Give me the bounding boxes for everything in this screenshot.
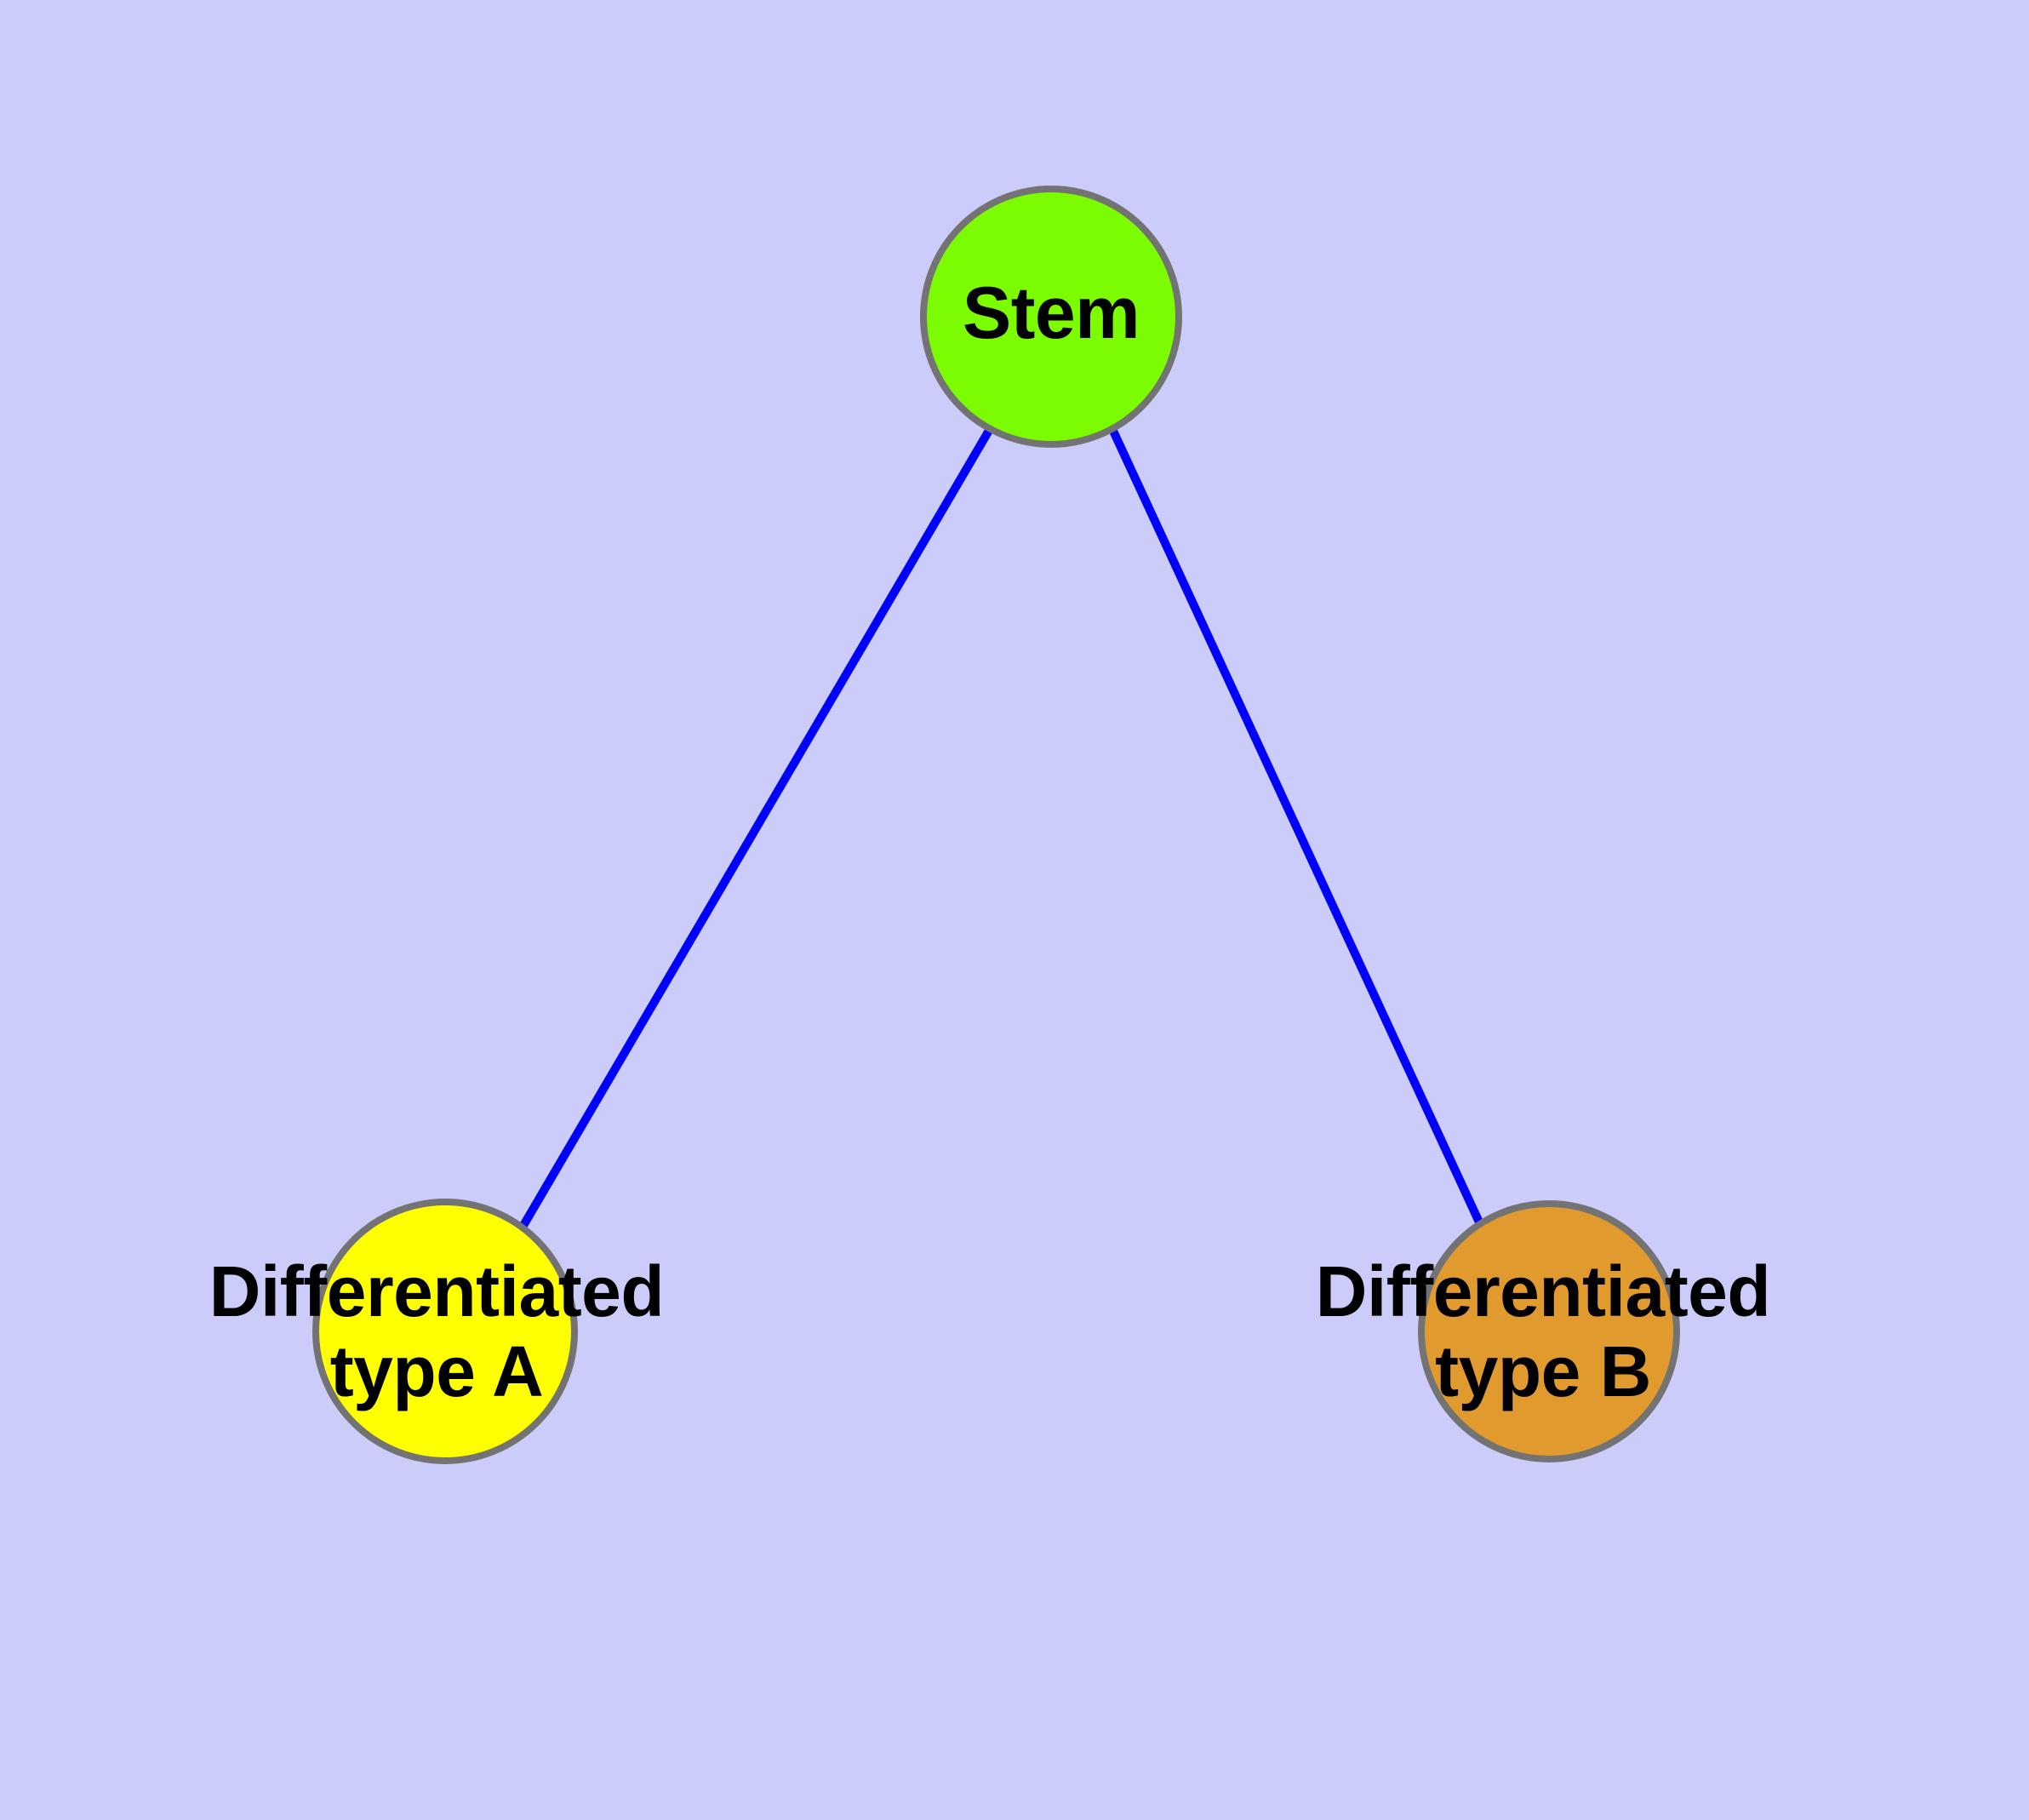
edge-stem-to-diff-b[interactable] [1108, 426, 1485, 1228]
nodes-group [312, 186, 1680, 1464]
node-circle-diff-a[interactable] [312, 1199, 578, 1464]
edges-group [517, 426, 1485, 1231]
edge-stem-to-diff-a[interactable] [517, 426, 994, 1231]
node-circle-diff-b[interactable] [1418, 1200, 1680, 1462]
node-circle-stem[interactable] [920, 186, 1182, 448]
